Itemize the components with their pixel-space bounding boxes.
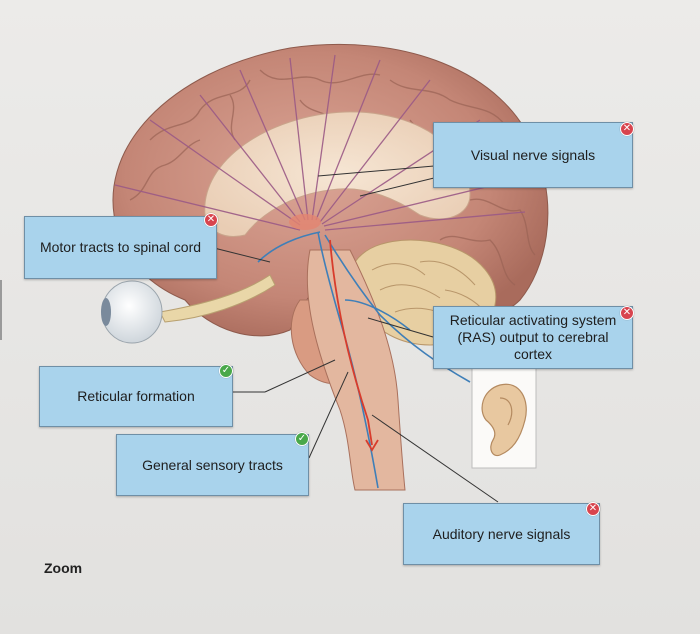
x-icon: ✕ xyxy=(620,306,634,320)
label-visual-nerve-signals[interactable]: Visual nerve signals xyxy=(433,122,633,188)
label-text: Visual nerve signals xyxy=(470,146,596,163)
motor-pathway xyxy=(329,239,379,452)
label-text: General sensory tracts xyxy=(142,456,283,473)
ear-icon xyxy=(481,383,527,457)
label-motor-tracts-to-spinal-cord[interactable]: Motor tracts to spinal cord xyxy=(24,216,217,279)
x-icon: ✕ xyxy=(620,122,634,136)
label-ras-output-to-cerebral-cortex[interactable]: Reticular activating system (RAS) output… xyxy=(433,306,633,369)
check-icon: ✓ xyxy=(295,432,309,446)
brainstem xyxy=(306,249,406,491)
thalamus xyxy=(289,214,321,230)
x-icon: ✕ xyxy=(204,213,218,227)
optic-nerve xyxy=(159,274,276,323)
x-icon: ✕ xyxy=(586,502,600,516)
left-edge-marker xyxy=(0,280,2,340)
ras-projection-fibers xyxy=(114,54,526,231)
label-auditory-nerve-signals[interactable]: Auditory nerve signals xyxy=(403,503,600,565)
eye-iris xyxy=(101,298,111,326)
label-reticular-formation[interactable]: Reticular formation xyxy=(39,366,233,427)
leader-lines xyxy=(213,165,499,503)
label-text: Auditory nerve signals xyxy=(432,525,571,542)
label-text: Reticular activating system (RAS) output… xyxy=(449,312,617,362)
label-text: Reticular formation xyxy=(77,388,195,404)
label-general-sensory-tracts[interactable]: General sensory tracts xyxy=(116,434,309,496)
check-icon: ✓ xyxy=(219,364,233,378)
zoom-button[interactable]: Zoom xyxy=(44,560,83,576)
label-text: Motor tracts to spinal cord xyxy=(39,239,202,255)
